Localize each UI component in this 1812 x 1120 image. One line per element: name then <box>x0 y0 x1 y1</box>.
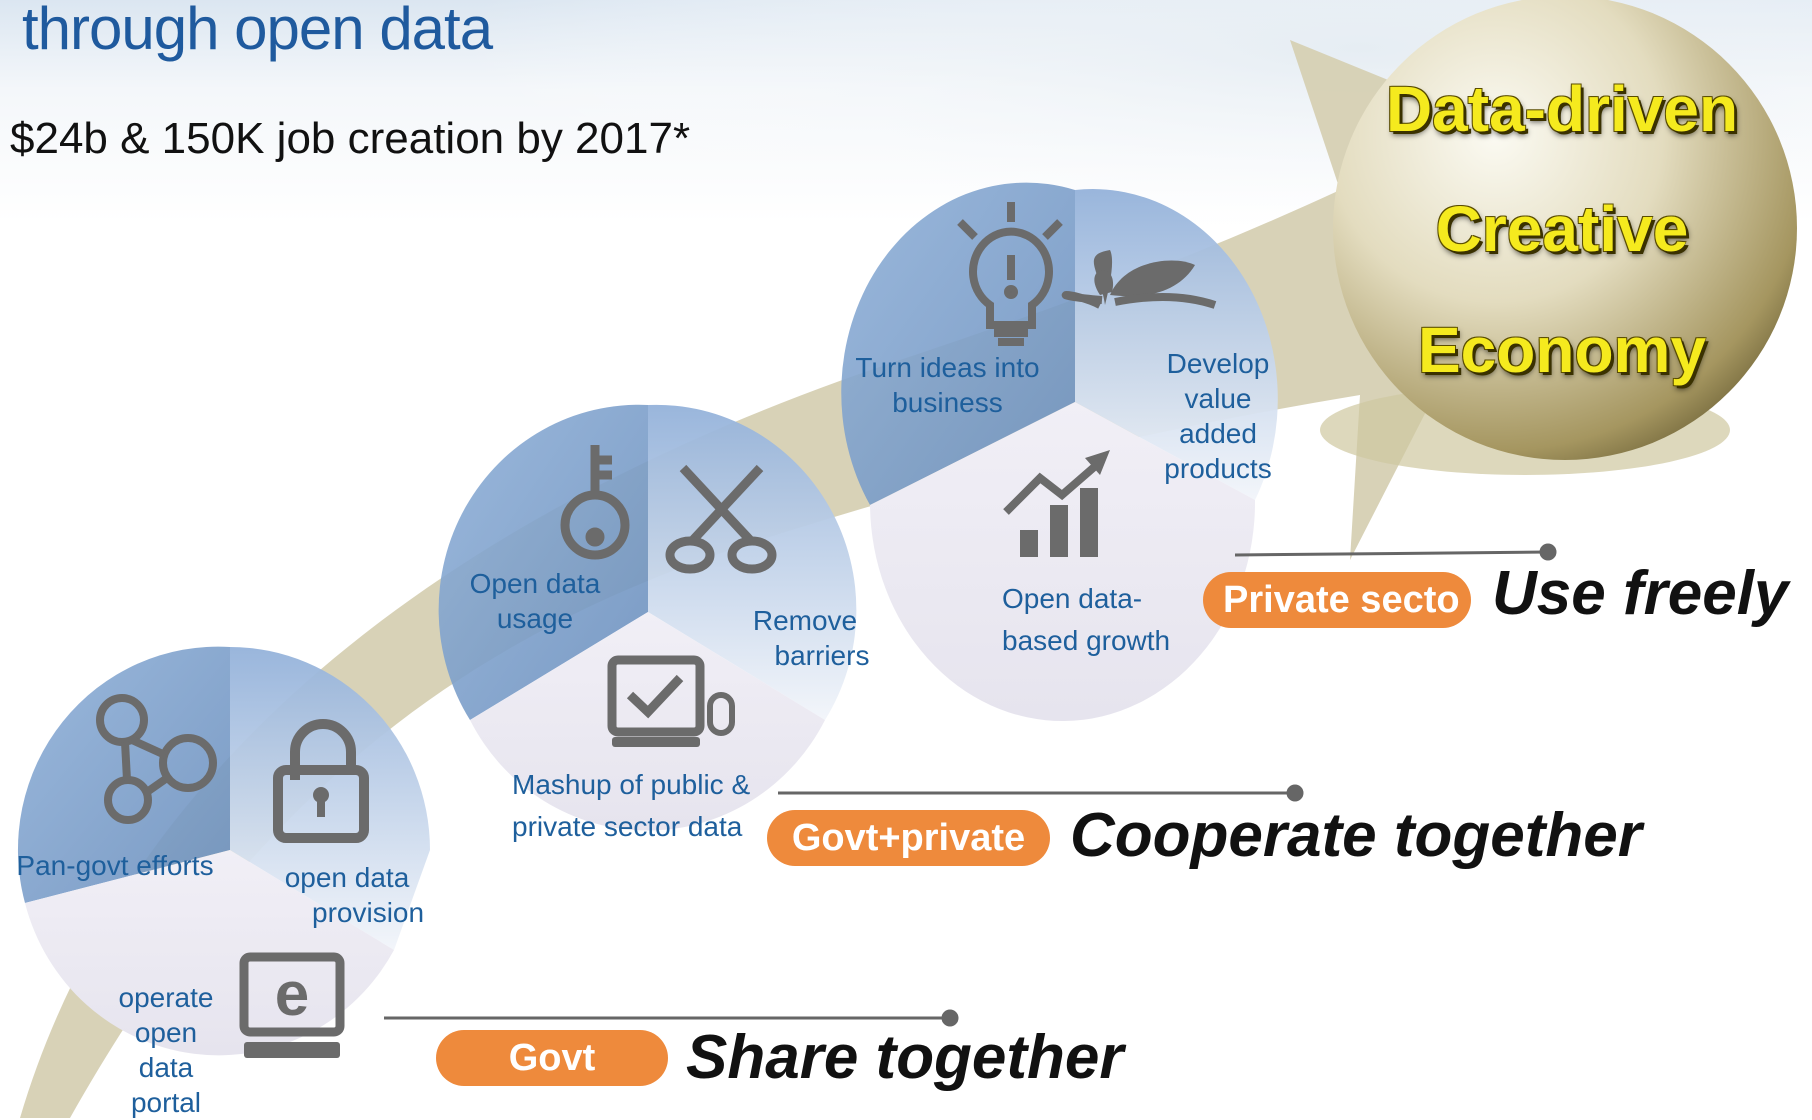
stage3-bottom-line1: Open data- <box>1002 583 1143 614</box>
stage1-bottom-line4: portal <box>130 1087 202 1118</box>
stage1-right-line2: provision <box>312 897 425 928</box>
stage3-motto: Use freely <box>1492 559 1789 628</box>
monitor-check-icon <box>607 655 735 747</box>
stage3-bottom-label: Open data- based growth <box>1002 578 1202 662</box>
sprout-icon <box>1061 250 1217 309</box>
stage1-bottom-line3: data <box>138 1052 194 1083</box>
page-title: through open data <box>22 0 493 62</box>
network-icon <box>96 694 217 824</box>
stage3-left-label: Turn ideas into business <box>845 350 1050 420</box>
stage1-left-text: Pan-govt efforts <box>16 850 214 881</box>
e-portal-icon: e <box>239 952 345 1058</box>
stage2-motto: Cooperate together <box>1070 801 1642 870</box>
growth-chart-icon <box>1003 450 1110 557</box>
stage2-left-line1: Open data <box>469 568 601 599</box>
stage3-circle <box>841 182 1278 722</box>
stage2-right-line1: Remove <box>752 605 858 636</box>
stage2-bottom-label: Mashup of public & private sector data <box>512 764 772 848</box>
stage1-circle <box>17 646 430 1056</box>
stage2-left-line2: usage <box>496 603 574 634</box>
stage1-motto: Share together <box>686 1023 1124 1092</box>
stage2-left-label: Open data usage <box>460 566 610 636</box>
svg-text:e: e <box>275 960 309 1029</box>
key-icon <box>560 445 630 560</box>
stage1-bottom-label: operate open data portal <box>106 980 226 1120</box>
stage3-right-line4: products <box>1164 453 1272 484</box>
connector-lines <box>384 543 1557 1027</box>
stage3-right-label: Develop value added products <box>1148 346 1288 486</box>
scissors-icon <box>665 464 777 574</box>
stage1-right-label: open data provision <box>272 860 425 930</box>
stage2-right-line2: barriers <box>774 640 870 671</box>
economy-line3: Economy <box>1417 314 1707 386</box>
economy-line2: Creative <box>1435 193 1689 265</box>
stage3-actor-badge: Private secto <box>1203 572 1471 628</box>
stage2-bottom-line1: Mashup of public & <box>512 769 751 800</box>
economy-line1: Data-driven <box>1385 73 1739 145</box>
economy-orb <box>1320 0 1797 475</box>
stage3-bottom-line2: based growth <box>1002 625 1171 656</box>
stage3-left-line1: Turn ideas into <box>855 352 1040 383</box>
stage2-right-label: Remove barriers <box>735 603 875 673</box>
stage3-right-line1: Develop <box>1166 348 1270 379</box>
stage1-actor-badge: Govt <box>436 1030 668 1086</box>
stage2-actor-badge: Govt+private <box>767 810 1050 866</box>
stage2-bottom-line2: private sector data <box>512 811 743 842</box>
stage3-right-line2: value <box>1184 383 1252 414</box>
subtitle: $24b & 150K job creation by 2017* <box>10 114 691 163</box>
padlock-icon <box>273 719 369 843</box>
stage3-left-line2: business <box>892 387 1003 418</box>
lightbulb-icon <box>957 202 1063 346</box>
stage1-right-line1: open data <box>284 862 410 893</box>
stage1-left-label: Pan-govt efforts <box>10 848 220 883</box>
stage1-bottom-line2: open <box>134 1017 198 1048</box>
stage1-bottom-line1: operate <box>118 982 214 1013</box>
stage3-right-line3: added <box>1179 418 1257 449</box>
